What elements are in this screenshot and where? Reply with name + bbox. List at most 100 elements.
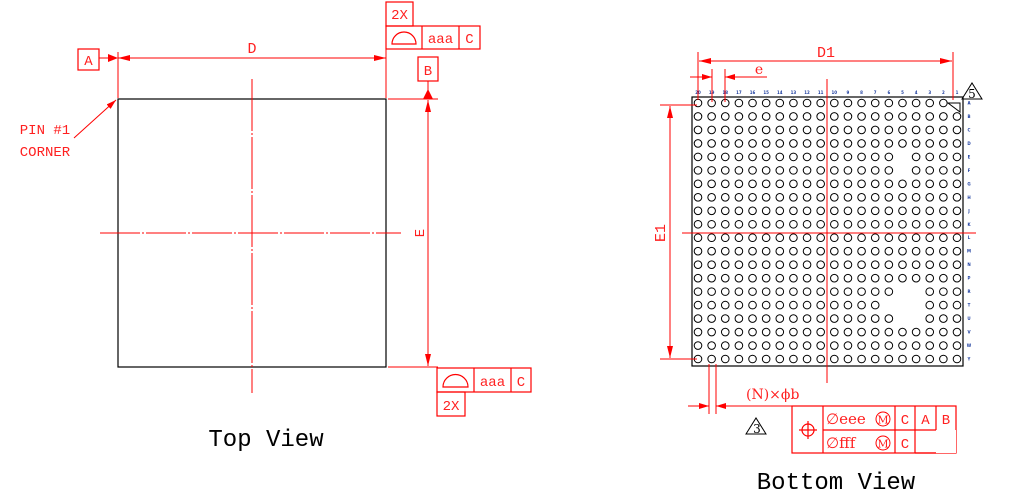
solder-ball: [925, 98, 935, 108]
solder-ball: [816, 327, 825, 337]
solder-ball: [870, 193, 880, 202]
solder-ball: [857, 273, 866, 283]
solder-ball: [789, 273, 798, 283]
datum-a-label: A: [84, 54, 93, 70]
solder-ball: [707, 166, 716, 175]
solder-ball: [939, 273, 948, 283]
solder-ball: [693, 125, 703, 135]
solder-ball: [870, 246, 880, 256]
solder-ball: [816, 112, 825, 121]
solder-ball: [693, 152, 703, 162]
solder-ball: [857, 314, 866, 323]
solder-ball: [707, 341, 716, 350]
solder-ball: [789, 341, 798, 350]
solder-ball: [720, 112, 730, 121]
solder-ball: [816, 260, 825, 269]
solder-ball: [898, 112, 907, 121]
solder-ball: [761, 273, 771, 283]
solder-ball: [939, 112, 948, 121]
solder-ball: [830, 246, 839, 256]
solder-ball: [802, 233, 812, 243]
solder-ball: [748, 287, 757, 296]
solder-ball: [816, 125, 825, 135]
solder-ball: [802, 112, 812, 121]
solder-ball: [802, 327, 812, 337]
solder-ball: [734, 273, 744, 283]
solder-ball: [939, 341, 948, 350]
solder-ball: [734, 98, 744, 108]
solder-ball: [816, 193, 825, 202]
solder-ball: [748, 219, 757, 229]
solder-ball: [952, 139, 962, 148]
solder-ball: [775, 341, 785, 350]
solder-ball: [939, 233, 948, 243]
column-label: 16: [750, 90, 756, 95]
solder-ball: [802, 125, 812, 135]
solder-ball: [816, 273, 825, 283]
solder-ball: [843, 287, 853, 296]
solder-ball: [870, 300, 880, 310]
ball-grid: [693, 98, 962, 364]
column-label: 4: [915, 90, 918, 95]
solder-ball: [693, 287, 703, 296]
solder-ball: [870, 166, 880, 175]
solder-ball: [898, 246, 907, 256]
column-label: 2: [942, 90, 945, 95]
solder-ball: [720, 179, 730, 189]
row-label: M: [967, 249, 971, 254]
solder-ball: [693, 193, 703, 202]
solder-ball: [816, 341, 825, 350]
solder-ball: [870, 354, 880, 364]
solder-ball: [911, 193, 921, 202]
solder-ball: [898, 341, 907, 350]
datum-a-box: [77, 48, 100, 71]
solder-ball: [789, 327, 798, 337]
solder-ball: [761, 246, 771, 256]
solder-ball: [693, 314, 703, 323]
solder-ball: [707, 219, 716, 229]
bottom-view: 2019181716151413121110987654321 ABCDEFGH…: [653, 45, 983, 497]
solder-ball: [898, 354, 907, 364]
solder-ball: [734, 125, 744, 135]
solder-ball: [843, 112, 853, 121]
solder-ball: [898, 179, 907, 189]
solder-ball: [734, 139, 744, 148]
solder-ball: [843, 314, 853, 323]
solder-ball: [734, 219, 744, 229]
solder-ball: [748, 179, 757, 189]
solder-ball: [748, 125, 757, 135]
solder-ball: [884, 125, 894, 135]
solder-ball: [734, 193, 744, 202]
pin1-leader: [73, 99, 117, 139]
solder-ball: [816, 314, 825, 323]
solder-ball: [843, 166, 853, 175]
column-label: 13: [791, 90, 797, 95]
solder-ball: [720, 300, 730, 310]
solder-ball: [693, 246, 703, 256]
column-label: 10: [832, 90, 838, 95]
solder-ball: [734, 287, 744, 296]
fcf-top-multiplier: 2X: [391, 8, 408, 24]
solder-ball: [870, 125, 880, 135]
solder-ball: [898, 260, 907, 269]
solder-ball: [775, 273, 785, 283]
solder-ball: [707, 354, 716, 364]
solder-ball: [707, 314, 716, 323]
solder-ball: [720, 206, 730, 216]
solder-ball: [911, 166, 921, 175]
solder-ball: [761, 300, 771, 310]
solder-ball: [789, 219, 798, 229]
solder-ball: [720, 139, 730, 148]
solder-ball: [761, 287, 771, 296]
solder-ball: [911, 125, 921, 135]
solder-ball: [830, 152, 839, 162]
fcf-bottom-datum: C: [517, 375, 525, 391]
solder-ball: [898, 206, 907, 216]
solder-ball: [939, 300, 948, 310]
row-label: J: [967, 208, 970, 213]
dimension-d-label: D: [247, 41, 256, 58]
dimension-d1-label: D1: [817, 45, 835, 62]
solder-ball: [789, 287, 798, 296]
pin1-label-line2: CORNER: [20, 145, 71, 161]
solder-ball: [707, 125, 716, 135]
